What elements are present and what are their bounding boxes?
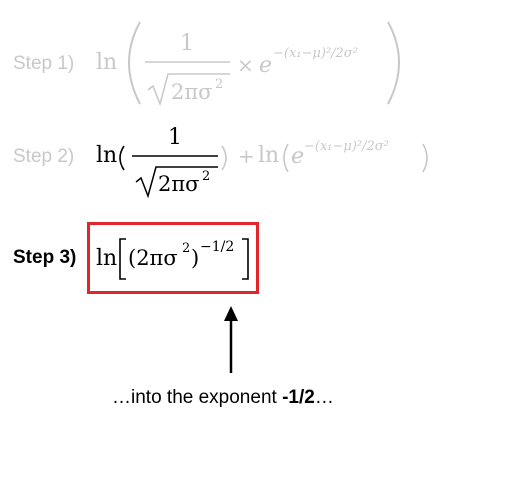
- step-1-denominator: 2πσ: [171, 80, 213, 104]
- step-3-base-close: ): [191, 246, 199, 270]
- annotation-text-bold: -1/2: [282, 387, 315, 408]
- step-3-exponent: −1/2: [200, 239, 234, 255]
- annotation-text-before: …into the exponent: [112, 387, 282, 408]
- step-2-right-paren: [221, 145, 227, 171]
- step-2-numerator: 1: [168, 125, 182, 150]
- step-1-sqrt-sign: [147, 73, 230, 107]
- step-1-left-paren: [128, 21, 141, 105]
- step-2-exponent: −(x₁−μ)²/2σ²: [304, 139, 389, 154]
- step-1-denominator-power: 2: [215, 77, 223, 92]
- step-1-exponent: −(x₁−μ)²/2σ²: [273, 46, 358, 61]
- step-3-right-bracket: [242, 238, 249, 280]
- step-1: Step 1) ln 1 2πσ 2 × e −(x₁−μ)²/2σ²: [13, 21, 400, 107]
- step-1-times: ×: [237, 53, 254, 77]
- step-2-ln2: ln: [258, 143, 279, 168]
- pointer-arrow: [224, 306, 238, 373]
- step-2-plus: +: [238, 144, 255, 168]
- step-2-denominator-power: 2: [202, 169, 210, 184]
- step-2-ln: ln: [96, 143, 117, 168]
- annotation-text: …into the exponent -1/2…: [112, 387, 334, 408]
- step-3-label: Step 3): [13, 247, 76, 268]
- step-3-left-bracket: [119, 238, 126, 280]
- step-2-e: e: [291, 144, 304, 169]
- annotation-text-after: …: [315, 387, 334, 408]
- step-2-left-paren: [119, 145, 125, 171]
- step-3-base: (2πσ: [128, 246, 178, 270]
- step-1-ln: ln: [96, 50, 117, 75]
- step-3-base-power: 2: [182, 241, 190, 256]
- step-1-numerator: 1: [180, 31, 194, 56]
- step-2-right-paren-2: [422, 143, 428, 173]
- step-1-right-paren: [387, 21, 400, 105]
- step-1-e: e: [259, 53, 272, 78]
- step-1-label: Step 1): [13, 53, 74, 74]
- step-2-denominator: 2πσ: [158, 172, 200, 196]
- step-2: Step 2) ln 1 2πσ 2 + ln e −(x₁−μ)²/2σ²: [13, 125, 428, 199]
- step-3-ln: ln: [96, 246, 117, 271]
- step-3-highlight-box: [87, 222, 259, 294]
- step-2-label: Step 2): [13, 146, 74, 167]
- step-3: Step 3) ln (2πσ 2 ) −1/2: [13, 222, 259, 294]
- arrow-head: [224, 306, 238, 321]
- step-2-left-paren-2: [283, 143, 289, 173]
- step-2-sqrt-sign: [135, 166, 218, 199]
